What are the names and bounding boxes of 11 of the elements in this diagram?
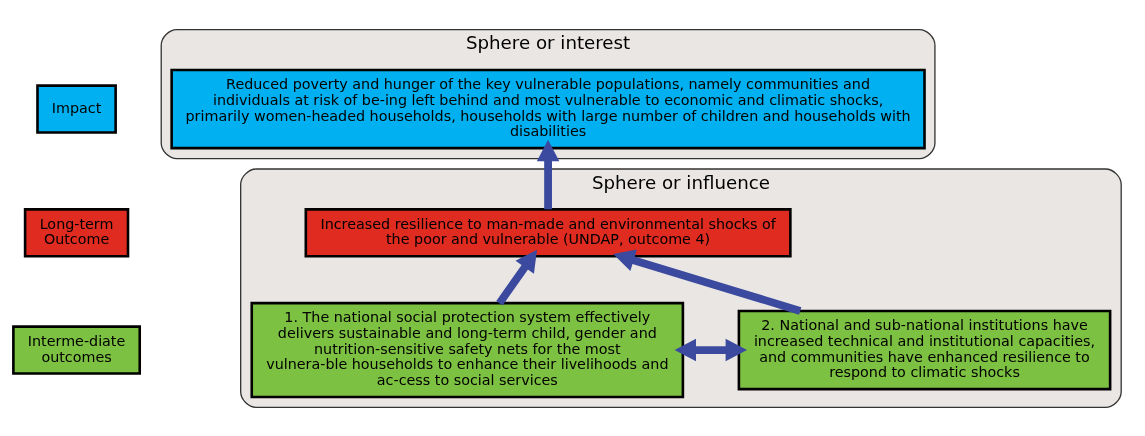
node-box: Impact <box>36 83 117 134</box>
arrow <box>536 139 560 209</box>
node-box: Increased resilience to man-made and environmental shocks of the poor and vulnerable (UNDAP, outcome 4) <box>304 207 792 258</box>
node-box: Reduced poverty and hunger of the key vulnerable populations, namely communities and individuals at risk of be-ing left behind and most vulnerable to economic and climatic shocks, primarily women-headed households, households with large number of children and households with disabilities <box>170 68 926 149</box>
node-box: Interme-diate outcomes <box>12 324 142 375</box>
node-box: 2. National and sub-national institutions have increased technical and institutional capacities, and communities have enhanced resilience to respond to climatic shocks <box>737 309 1112 390</box>
node-box: 1. The national social protection system effectively delivers sustainable and long-term child, gender and nutrition-sensitive safety nets for the most vulnera-ble households to enhance their livelihoods and ac-cess to social services <box>250 301 685 398</box>
arrow <box>496 249 538 305</box>
arrow <box>674 338 748 361</box>
arrow <box>613 248 802 315</box>
node-box: Long-term Outcome <box>23 207 130 258</box>
